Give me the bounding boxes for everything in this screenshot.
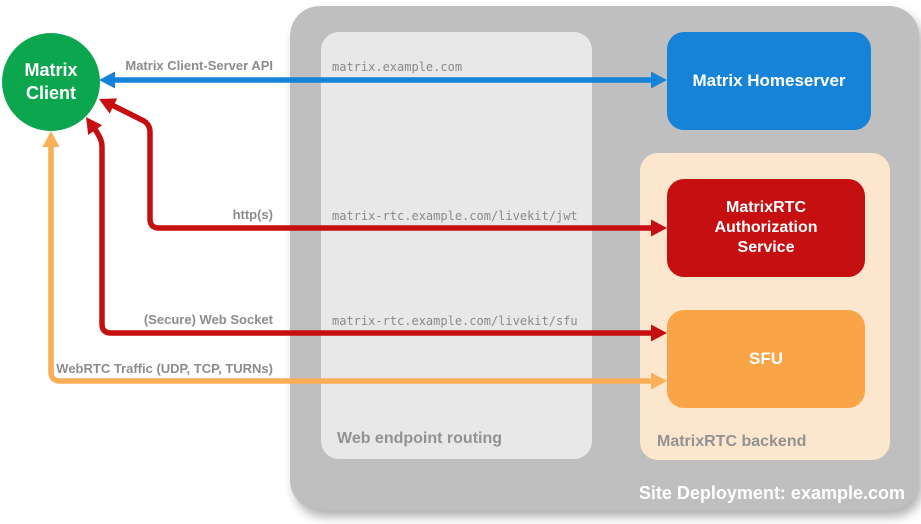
site-deployment-label: Site Deployment: example.com xyxy=(638,483,905,503)
https-label: http(s) xyxy=(232,207,273,222)
sfu-url-text: matrix-rtc.example.com/livekit/sfu xyxy=(332,314,578,328)
matrix-homeserver-label: Matrix Homeserver xyxy=(692,71,846,90)
matrix-client-node: Matrix Client xyxy=(2,33,100,131)
homeserver-url-text: matrix.example.com xyxy=(332,60,463,74)
sfu-label: SFU xyxy=(749,349,783,368)
matrixrtc-authorization-service-node: MatrixRTC Authorization Service xyxy=(667,179,865,277)
matrix-homeserver-node: Matrix Homeserver xyxy=(667,32,871,130)
client-server-api-label: Matrix Client-Server API xyxy=(125,58,273,73)
websocket-label: (Secure) Web Socket xyxy=(143,312,273,327)
webrtc-traffic-label: WebRTC Traffic (UDP, TCP, TURNs) xyxy=(56,361,273,376)
matrix-client-label: Matrix Client xyxy=(24,59,78,103)
jwt-url-text: matrix-rtc.example.com/livekit/jwt xyxy=(332,209,578,223)
sfu-node: SFU xyxy=(667,310,865,408)
web-endpoint-routing-label: Web endpoint routing xyxy=(337,430,503,447)
matrixrtc-authorization-service-label: MatrixRTC Authorization Service xyxy=(714,199,818,256)
matrixrtc-backend-label: MatrixRTC backend xyxy=(657,433,807,450)
web-endpoint-routing-container xyxy=(321,32,592,459)
